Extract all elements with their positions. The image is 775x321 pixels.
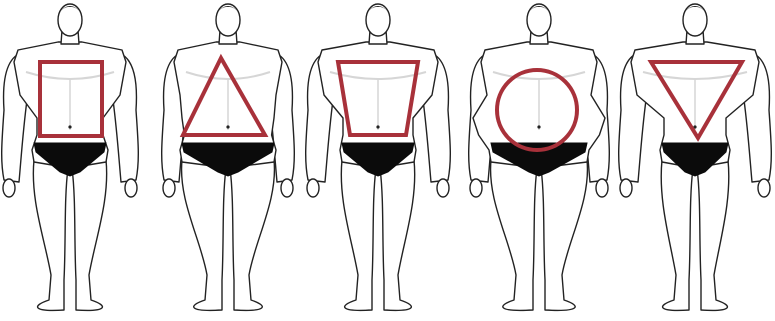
right-hand bbox=[281, 179, 293, 197]
left-leg bbox=[491, 160, 537, 310]
right-hand bbox=[758, 179, 770, 197]
head bbox=[216, 4, 240, 36]
right-leg bbox=[380, 160, 415, 310]
navel bbox=[68, 125, 71, 128]
head bbox=[683, 4, 707, 36]
figure-inverted-triangle bbox=[619, 4, 772, 310]
head bbox=[527, 4, 551, 36]
right-leg bbox=[72, 160, 107, 310]
left-hand bbox=[620, 179, 632, 197]
left-leg bbox=[341, 160, 376, 310]
right-hand bbox=[437, 179, 449, 197]
navel bbox=[537, 125, 540, 128]
left-leg bbox=[182, 160, 226, 310]
right-leg bbox=[541, 160, 587, 310]
navel bbox=[376, 125, 379, 128]
right-hand bbox=[125, 179, 137, 197]
left-hand bbox=[163, 179, 175, 197]
figure-triangle bbox=[162, 4, 295, 310]
left-hand bbox=[307, 179, 319, 197]
left-hand bbox=[3, 179, 15, 197]
right-leg bbox=[697, 160, 729, 310]
figure-trapezoid bbox=[306, 4, 451, 310]
head bbox=[58, 4, 82, 36]
right-hand bbox=[596, 179, 608, 197]
right-leg bbox=[230, 160, 274, 310]
left-hand bbox=[470, 179, 482, 197]
head bbox=[366, 4, 390, 36]
left-leg bbox=[33, 160, 68, 310]
navel bbox=[226, 125, 229, 128]
figure-circle bbox=[469, 4, 610, 310]
left-leg bbox=[661, 160, 693, 310]
figure-rectangle bbox=[2, 4, 139, 310]
figures-row bbox=[2, 4, 772, 310]
